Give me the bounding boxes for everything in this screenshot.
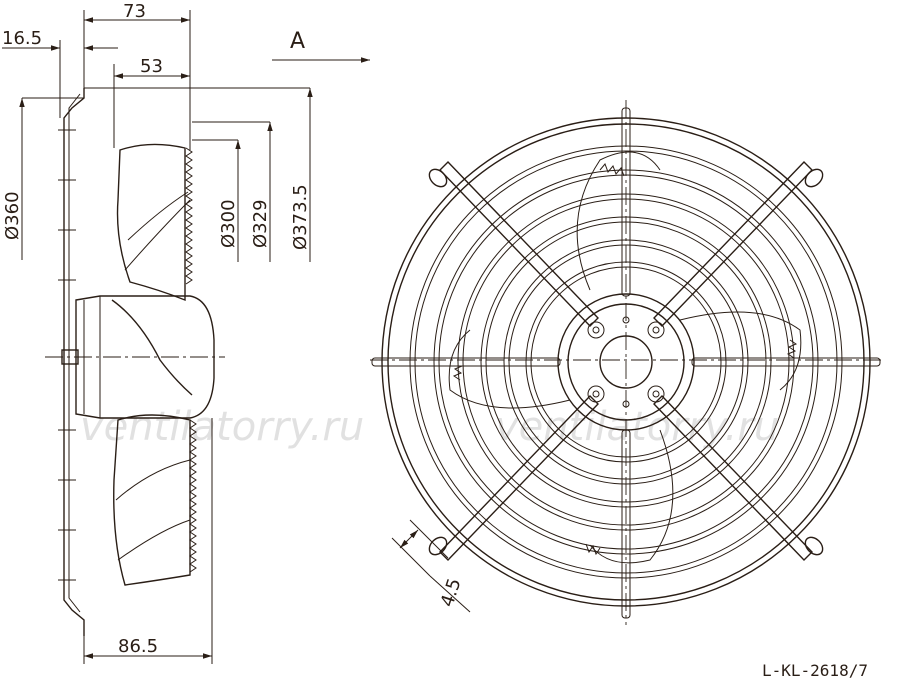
dim-dia-329: Ø329 <box>250 199 271 248</box>
dim-dia-373-5: Ø373.5 <box>290 184 311 250</box>
side-blade-upper <box>116 143 186 302</box>
dim-16-5: 16.5 <box>2 28 42 49</box>
dim-dia-360: Ø360 <box>2 191 23 240</box>
dim-73: 73 <box>123 1 146 22</box>
side-blade-lower <box>113 414 191 586</box>
fan-blades <box>448 151 802 564</box>
side-view: 73 16.5 53 A Ø360 Ø300 Ø329 Ø373.5 <box>2 1 370 664</box>
view-arrow-label: A <box>290 29 305 54</box>
front-view: 4.5 <box>370 100 885 625</box>
side-blade-serration-upper <box>185 147 193 285</box>
dim-4-5-group: 4.5 <box>391 519 471 613</box>
watermark: ventilatorry.ru ventilatorry.ru <box>80 404 779 450</box>
side-guard-wires <box>58 129 76 581</box>
watermark-right: ventilatorry.ru <box>495 404 779 450</box>
side-blade-serration-lower <box>189 419 197 573</box>
dim-86-5: 86.5 <box>118 636 158 657</box>
dim-dia-300: Ø300 <box>218 199 239 248</box>
side-motor-hub <box>75 295 215 419</box>
watermark-left: ventilatorry.ru <box>80 404 364 450</box>
dim-53: 53 <box>140 56 163 77</box>
guard-spokes <box>371 107 881 619</box>
guard-rings <box>381 117 871 607</box>
side-guard-ring <box>63 88 85 636</box>
mounting-struts <box>428 161 824 561</box>
side-blade-mid <box>111 299 193 396</box>
drawing-code: L-KL-2618/7 <box>762 661 868 680</box>
